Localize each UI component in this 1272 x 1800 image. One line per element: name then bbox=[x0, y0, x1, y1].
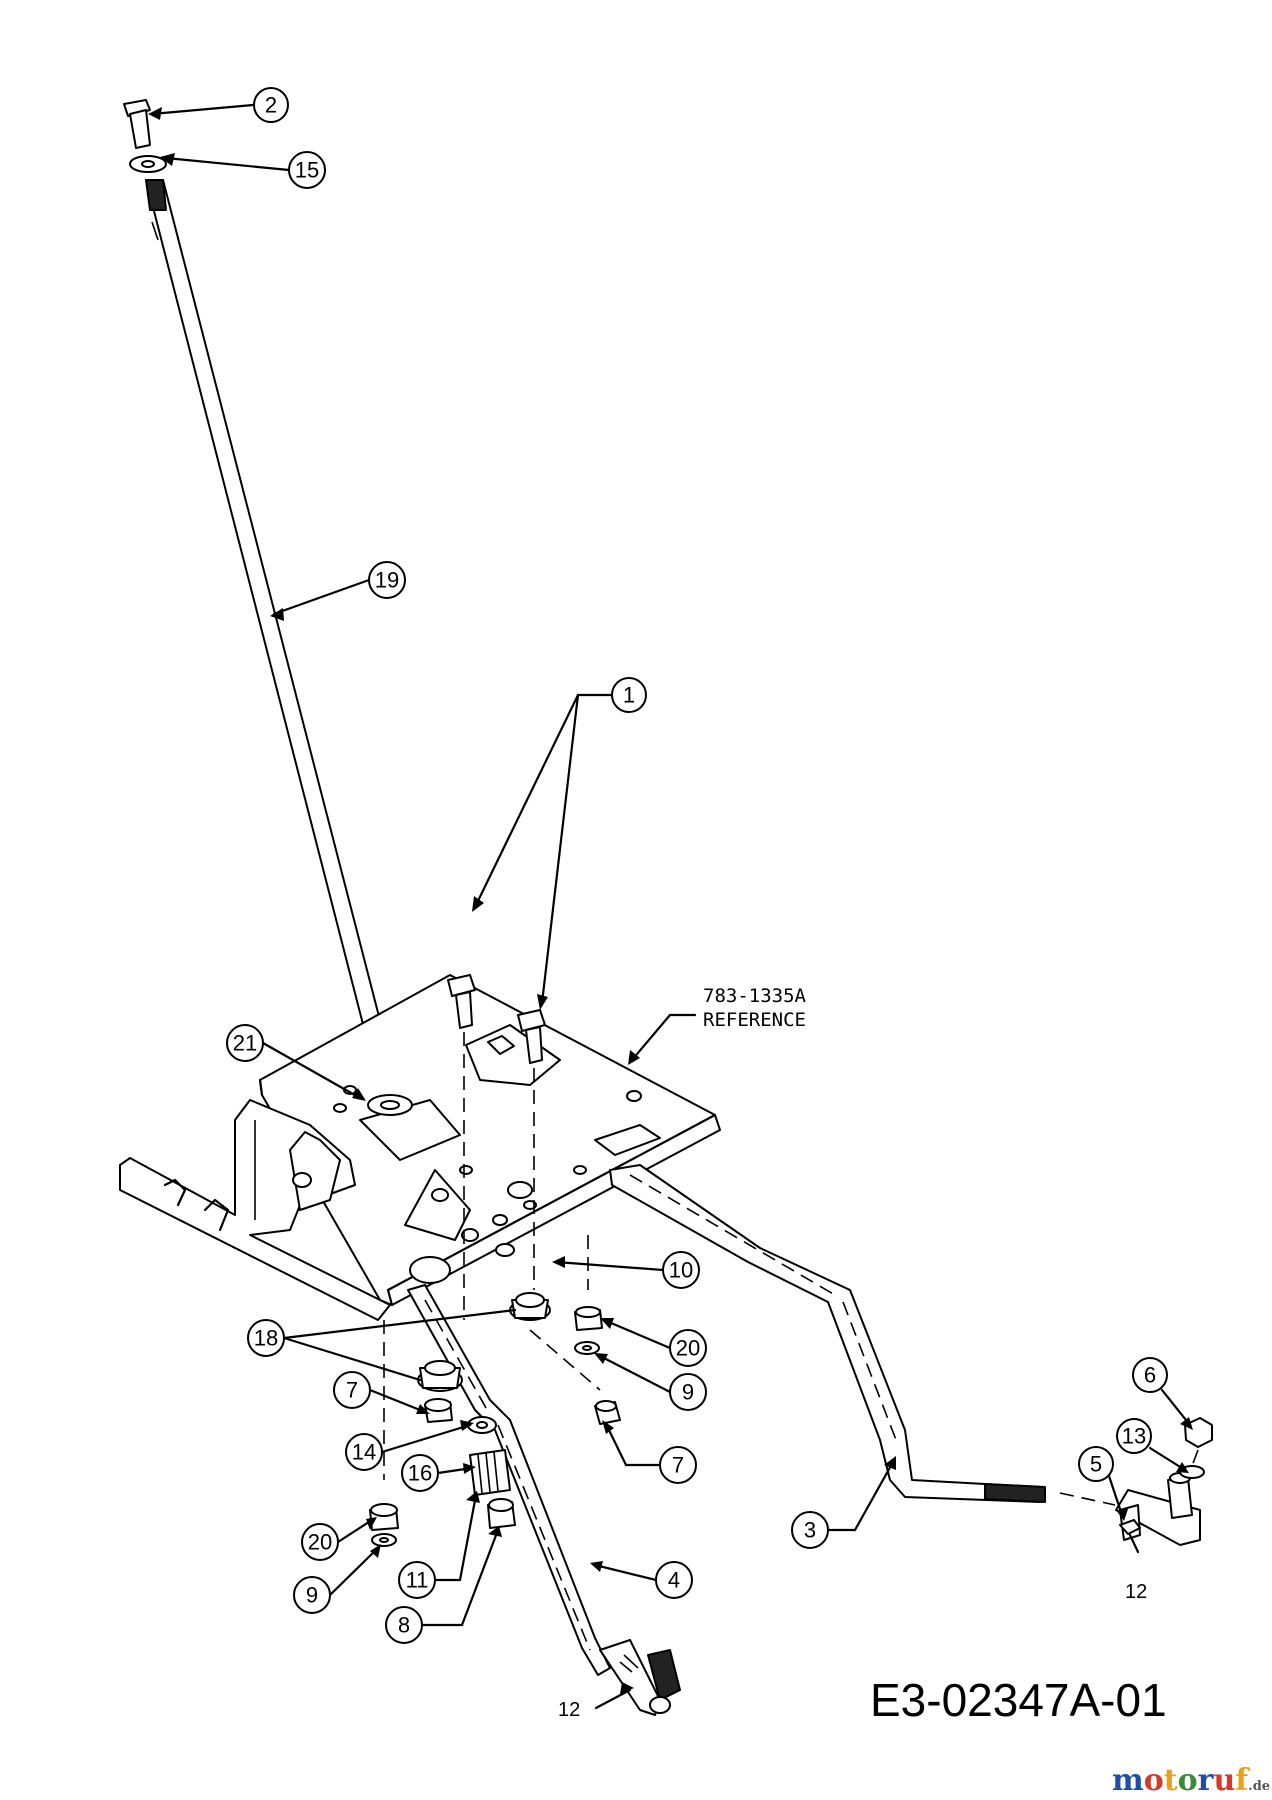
svg-text:9: 9 bbox=[682, 1380, 694, 1405]
svg-text:14: 14 bbox=[352, 1440, 376, 1465]
svg-text:18: 18 bbox=[254, 1326, 278, 1351]
callout-18: 18 bbox=[247, 1319, 285, 1357]
hex-nut-lower-left bbox=[369, 1503, 399, 1531]
callout-9-left: 9 bbox=[293, 1576, 331, 1614]
hex-nut-upper-right bbox=[574, 1306, 603, 1331]
svg-text:16: 16 bbox=[408, 1461, 432, 1486]
bushing-upper bbox=[509, 1292, 551, 1321]
brand-letter: f bbox=[1235, 1763, 1250, 1798]
washer-upper-right bbox=[574, 1341, 600, 1355]
drawing-number: E3-02347A-01 bbox=[870, 1674, 1167, 1726]
svg-text:13: 13 bbox=[1122, 1424, 1146, 1449]
callout-16: 16 bbox=[401, 1454, 439, 1492]
callout-20-right: 20 bbox=[669, 1329, 707, 1367]
left-tie-rod-end bbox=[599, 1639, 681, 1716]
arrowheads bbox=[148, 107, 1193, 1694]
svg-text:7: 7 bbox=[672, 1453, 684, 1478]
right-nut bbox=[1184, 1417, 1213, 1448]
callout-20-left: 20 bbox=[301, 1523, 339, 1561]
callout-7-right: 7 bbox=[659, 1446, 697, 1484]
svg-text:10: 10 bbox=[669, 1258, 693, 1283]
callout-19: 19 bbox=[368, 561, 406, 599]
svg-text:8: 8 bbox=[398, 1613, 410, 1638]
mounting-bolt-right bbox=[517, 1009, 546, 1064]
callout-21: 21 bbox=[226, 1024, 264, 1062]
spacer bbox=[467, 1416, 497, 1434]
flange-nut-gear bbox=[487, 1498, 516, 1529]
callout-4: 4 bbox=[655, 1561, 693, 1599]
svg-text:6: 6 bbox=[1144, 1363, 1156, 1388]
svg-text:5: 5 bbox=[1090, 1452, 1102, 1477]
steering-shaft bbox=[145, 179, 403, 1079]
callout-7-left: 7 bbox=[333, 1371, 371, 1409]
brand-logo: motoruf.de bbox=[1112, 1763, 1270, 1798]
svg-text:1: 1 bbox=[623, 683, 635, 708]
callout-9-right: 9 bbox=[669, 1373, 707, 1411]
brand-letter: o bbox=[1178, 1763, 1198, 1798]
label-12-right: 12 bbox=[1125, 1581, 1147, 1603]
frame-rail bbox=[119, 1099, 391, 1321]
svg-text:9: 9 bbox=[306, 1583, 318, 1608]
brand-name: motoruf.de bbox=[1112, 1763, 1270, 1798]
brand-letter: o bbox=[1144, 1763, 1164, 1798]
callout-6: 6 bbox=[1132, 1357, 1168, 1393]
svg-text:19: 19 bbox=[375, 568, 399, 593]
callout-14: 14 bbox=[345, 1433, 383, 1471]
mounting-bolt-left bbox=[447, 974, 476, 1029]
callout-2: 2 bbox=[253, 87, 289, 123]
bushing-lower bbox=[417, 1360, 463, 1392]
callout-1: 1 bbox=[611, 677, 647, 713]
right-bolt bbox=[1119, 1519, 1141, 1535]
steering-plate bbox=[258, 974, 721, 1307]
flange-nut-right bbox=[594, 1400, 621, 1425]
brand-letter: u bbox=[1213, 1763, 1235, 1798]
label-12-bottom: 12 bbox=[558, 1699, 580, 1721]
flange-nut-left bbox=[424, 1398, 453, 1423]
callout-13: 13 bbox=[1116, 1418, 1152, 1454]
callout-3: 3 bbox=[791, 1511, 829, 1549]
callout-8: 8 bbox=[385, 1606, 423, 1644]
brand-letter: m bbox=[1112, 1763, 1144, 1798]
leader-lines bbox=[150, 103, 1192, 1710]
reference-word: REFERENCE bbox=[703, 1009, 806, 1031]
top-washer bbox=[129, 155, 167, 173]
brand-letter: r bbox=[1198, 1763, 1215, 1798]
washer-lower-left bbox=[371, 1533, 397, 1547]
svg-text:4: 4 bbox=[668, 1568, 680, 1593]
svg-text:3: 3 bbox=[804, 1518, 816, 1543]
callout-11: 11 bbox=[398, 1561, 436, 1599]
svg-text:20: 20 bbox=[676, 1336, 700, 1361]
callout-15: 15 bbox=[288, 151, 326, 189]
svg-text:20: 20 bbox=[308, 1530, 332, 1555]
top-bolt bbox=[123, 99, 151, 149]
svg-text:2: 2 bbox=[265, 93, 277, 118]
pinion-gear bbox=[469, 1449, 511, 1496]
callout-5: 5 bbox=[1078, 1446, 1114, 1482]
svg-text:11: 11 bbox=[406, 1568, 429, 1593]
svg-text:21: 21 bbox=[233, 1031, 257, 1056]
reference-code: 783-1335A bbox=[703, 985, 807, 1007]
drag-link bbox=[609, 1164, 1046, 1503]
svg-text:7: 7 bbox=[346, 1378, 358, 1403]
svg-text:15: 15 bbox=[295, 158, 319, 183]
brand-letter: t bbox=[1164, 1763, 1178, 1798]
callout-10: 10 bbox=[662, 1251, 700, 1289]
